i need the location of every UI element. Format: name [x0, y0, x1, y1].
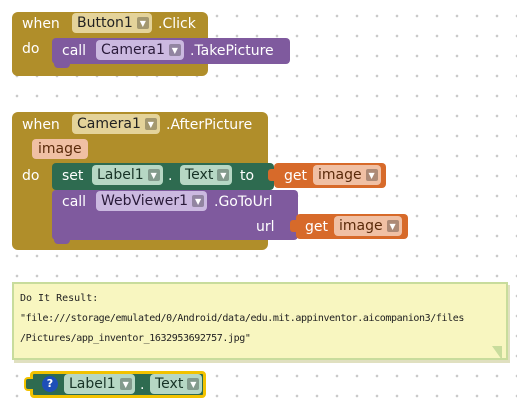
variable-name: image: [339, 218, 383, 234]
question-icon[interactable]: ?: [42, 376, 58, 392]
call-label: call: [62, 194, 87, 210]
puzzle-tab: [290, 220, 298, 232]
chevron-down-icon: ▼: [217, 169, 230, 181]
component-name: Label1: [69, 376, 116, 392]
call-block-tab: [54, 60, 70, 68]
puzzle-tab: [268, 169, 276, 181]
when-label: when: [22, 117, 60, 133]
event-name: .AfterPicture: [166, 117, 253, 133]
set-block-label1-text[interactable]: [52, 163, 274, 190]
result-heading: Do It Result:: [20, 293, 99, 304]
component-dropdown-camera1[interactable]: Camera1 ▼: [72, 114, 160, 134]
event-name: .Click: [158, 16, 196, 32]
component-name: Button1: [77, 15, 133, 31]
result-line-2: /Pictures/app_inventor_1632953692757.jpg…: [20, 333, 251, 344]
component-dropdown-label1[interactable]: Label1 ▼: [92, 165, 163, 185]
do-it-result-bubble: Do It Result: "file:///storage/emulated/…: [12, 282, 508, 360]
call-label: call: [62, 43, 87, 59]
chevron-down-icon: ▼: [136, 17, 149, 29]
property-dropdown-text[interactable]: Text ▼: [180, 165, 233, 185]
method-name: .GoToUrl: [214, 194, 273, 210]
component-name: Camera1: [77, 116, 141, 132]
chevron-down-icon: ▼: [365, 169, 378, 181]
component-name: WebViewer1: [101, 193, 189, 209]
do-label: do: [22, 41, 40, 57]
when-label: when: [22, 16, 60, 32]
chevron-down-icon: ▼: [119, 378, 132, 390]
do-label: do: [22, 168, 40, 184]
component-name: Camera1: [101, 42, 165, 58]
get-label: get: [284, 168, 307, 184]
set-label: set: [62, 168, 84, 184]
result-line-1: "file:///storage/emulated/0/Android/data…: [20, 313, 465, 324]
component-dropdown-camera1[interactable]: Camera1 ▼: [96, 40, 184, 60]
chevron-down-icon: ▼: [168, 44, 181, 56]
bubble-pointer: [492, 346, 502, 360]
chevron-down-icon: ▼: [144, 118, 157, 130]
variable-dropdown-image[interactable]: image ▼: [334, 216, 402, 236]
chevron-down-icon: ▼: [147, 169, 160, 181]
component-dropdown-button1[interactable]: Button1 ▼: [72, 13, 152, 33]
variable-name: image: [318, 167, 362, 183]
variable-dropdown-image[interactable]: image ▼: [313, 165, 381, 185]
url-socket-label: url: [256, 219, 275, 235]
component-dropdown-label1[interactable]: Label1 ▼: [64, 374, 135, 394]
puzzle-tab: [24, 377, 33, 391]
dot-separator: .: [140, 377, 145, 393]
dot-separator: .: [168, 168, 173, 184]
call-block-tab: [54, 236, 70, 244]
component-dropdown-webviewer1[interactable]: WebViewer1 ▼: [96, 191, 208, 211]
event-parameter-image[interactable]: image: [32, 139, 88, 159]
method-name: .TakePicture: [190, 43, 274, 59]
chevron-down-icon: ▼: [187, 378, 200, 390]
get-label: get: [305, 219, 328, 235]
property-dropdown-text[interactable]: Text ▼: [150, 374, 203, 394]
property-name: Text: [155, 376, 184, 392]
parameter-name: image: [38, 141, 82, 157]
component-name: Label1: [97, 167, 144, 183]
to-label: to: [240, 168, 255, 184]
chevron-down-icon: ▼: [192, 195, 205, 207]
chevron-down-icon: ▼: [386, 220, 399, 232]
property-name: Text: [185, 167, 214, 183]
